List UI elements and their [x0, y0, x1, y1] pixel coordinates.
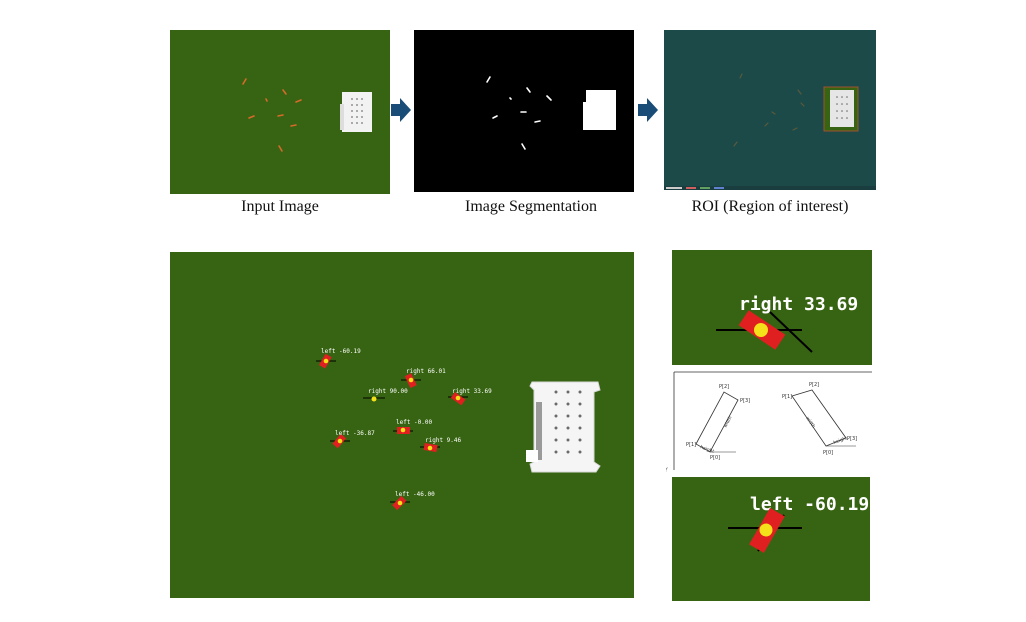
- blade-mask: [486, 76, 491, 83]
- svg-text:P[1]: P[1]: [686, 442, 696, 448]
- svg-text:P[2]: P[2]: [719, 384, 729, 390]
- zoom-right-panel: right 33.69: [672, 250, 872, 365]
- detection-marker: right 9.46: [420, 437, 462, 453]
- roi-blade: [739, 73, 743, 79]
- blade-mask: [492, 115, 498, 119]
- tray: [340, 92, 372, 132]
- detection-marker: left -36.87: [330, 430, 375, 449]
- roi-blade: [792, 127, 798, 131]
- blade-mark: [282, 89, 287, 95]
- roi-tray-box: [823, 86, 859, 132]
- svg-text:height: height: [833, 435, 849, 446]
- blade-mark: [242, 78, 247, 85]
- roi-status-strip: [666, 187, 724, 189]
- svg-text:P[0]: P[0]: [710, 455, 720, 461]
- svg-text:P[0]: P[0]: [823, 450, 833, 456]
- svg-text:height: height: [699, 444, 715, 455]
- zoom-left-panel: left -60.19: [672, 477, 870, 601]
- roi-panel: [664, 30, 876, 190]
- detection-marker: right 90.00: [363, 388, 408, 402]
- detection-label: left -0.00: [396, 419, 433, 426]
- roi-blade: [800, 102, 805, 107]
- detections-panel: left -60.19 right 66.01 right 90.00 righ…: [170, 252, 634, 598]
- detection-marker: right 66.01: [401, 368, 446, 389]
- roi-blade: [797, 89, 802, 95]
- blade-mask: [521, 143, 526, 150]
- detection-marker: left -60.19: [316, 348, 361, 369]
- zoom-label-left: left -60.19: [750, 494, 869, 515]
- detection-label: right 66.01: [406, 368, 446, 375]
- tray-mask: [583, 90, 616, 130]
- blade-mask: [534, 120, 541, 123]
- blade-mark: [295, 99, 302, 103]
- blade-mark: [290, 124, 297, 127]
- caption-roi: ROI (Region of interest): [691, 198, 849, 215]
- detection-label: left -60.19: [321, 348, 361, 355]
- input-image-panel: [170, 30, 390, 194]
- roi-blade: [764, 122, 769, 127]
- arrow-right-icon: [638, 98, 658, 122]
- blade-mark: [277, 114, 284, 117]
- svg-text:width: width: [722, 415, 733, 429]
- detection-marker: right 33.69: [448, 388, 492, 406]
- roi-blade: [733, 141, 738, 147]
- blade-mark: [278, 145, 283, 152]
- rotated-rect-diagram: Y P[2] P[3] P[1] P[0] height width P[2] …: [666, 366, 876, 476]
- blade-mask: [509, 97, 512, 100]
- svg-text:P[2]: P[2]: [809, 382, 819, 388]
- detection-label: left -46.00: [395, 491, 435, 498]
- tray: [526, 381, 601, 473]
- blade-mark: [265, 98, 268, 102]
- blade-mask: [546, 95, 552, 101]
- arrow-right-icon: [391, 98, 411, 122]
- svg-text:P[3]: P[3]: [740, 398, 750, 404]
- detection-label: right 9.46: [425, 437, 462, 444]
- caption-segmentation: Image Segmentation: [465, 198, 597, 215]
- detection-marker: left -0.00: [393, 419, 433, 434]
- svg-text:P[1]: P[1]: [782, 394, 792, 400]
- roi-blade: [771, 111, 776, 115]
- segmentation-panel: [414, 30, 634, 192]
- axis-y-label: Y: [666, 467, 668, 474]
- zoom-label-right: right 33.69: [739, 294, 858, 315]
- caption-input-image: Input Image: [241, 198, 319, 215]
- svg-text:P[3]: P[3]: [847, 436, 857, 442]
- detection-label: right 33.69: [452, 388, 492, 395]
- blade-mask: [526, 87, 531, 93]
- detection-label: left -36.87: [335, 430, 375, 437]
- detection-label: right 90.00: [368, 388, 408, 395]
- detection-marker: left -46.00: [390, 491, 435, 511]
- blade-mark: [248, 115, 255, 119]
